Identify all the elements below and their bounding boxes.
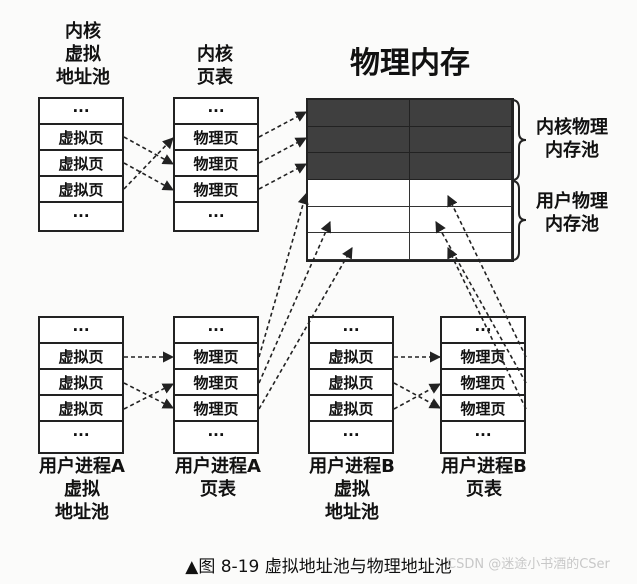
ellipsis-cell: ··· [207, 426, 225, 444]
arrow-kv2 [123, 162, 174, 191]
user-frame [410, 233, 512, 260]
brace-kernel [511, 99, 527, 181]
physical-page-cell: 物理页 [175, 125, 257, 151]
arrow-bp2 [435, 221, 527, 384]
physical-page-cell: 物理页 [442, 370, 524, 396]
ellipsis-cell: ··· [474, 426, 492, 444]
ellipsis-cell: ··· [72, 207, 90, 225]
virtual-page-cell: 虚拟页 [40, 396, 122, 422]
label-user-physical-pool: 用户物理 内存池 [536, 191, 608, 235]
arrow-av2 [123, 382, 174, 409]
kernel-frame [410, 153, 512, 180]
user-frame [410, 206, 512, 234]
label-process-a-page-table: 用户进程A 页表 [175, 456, 261, 500]
watermark: CSDN @迷途小书酒的CSer [447, 557, 610, 572]
arrow-ap1 [258, 192, 309, 358]
kernel-frame [308, 100, 410, 127]
user-frame [308, 233, 410, 260]
ellipsis-cell: ··· [342, 426, 360, 444]
ellipsis-cell: ··· [40, 318, 122, 344]
physical-page-cell: 物理页 [175, 344, 257, 370]
ellipsis-cell: ··· [442, 318, 524, 344]
label-process-a-virtual-pool: 用户进程A 虚拟 地址池 [39, 456, 125, 523]
arrow-bv2 [393, 382, 441, 409]
virtual-page-cell: 虚拟页 [40, 125, 122, 151]
physical-page-cell: 物理页 [175, 177, 257, 203]
brace-user [511, 180, 527, 261]
virtual-page-cell: 虚拟页 [40, 151, 122, 177]
virtual-page-cell: 虚拟页 [40, 344, 122, 370]
figure-caption: ▲图 8-19 虚拟地址池与物理地址池 [185, 557, 452, 577]
label-kernel-page-table: 内核 页表 [197, 44, 233, 88]
arrow-bp3 [447, 246, 527, 410]
physical-memory-grid [306, 98, 514, 262]
virtual-page-cell: 虚拟页 [310, 344, 392, 370]
ellipsis-cell: ··· [175, 99, 257, 125]
process-b-page-table: ··· 物理页 物理页 物理页 ··· [440, 316, 526, 454]
arrow-kp2 [258, 137, 307, 164]
kernel-page-table: ··· 物理页 物理页 物理页 ··· [173, 97, 259, 232]
physical-page-cell: 物理页 [442, 396, 524, 422]
ellipsis-cell: ··· [175, 318, 257, 344]
label-kernel-virtual-pool: 内核 虚拟 地址池 [56, 21, 110, 88]
arrow-ap3 [258, 247, 353, 410]
arrow-bp1 [447, 194, 527, 358]
virtual-page-cell: 虚拟页 [40, 177, 122, 203]
physical-page-cell: 物理页 [442, 344, 524, 370]
kernel-frame [308, 153, 410, 180]
process-b-virtual-pool: ··· 虚拟页 虚拟页 虚拟页 ··· [308, 316, 394, 454]
physical-page-cell: 物理页 [175, 396, 257, 422]
process-a-page-table: ··· 物理页 物理页 物理页 ··· [173, 316, 259, 454]
ellipsis-cell: ··· [310, 318, 392, 344]
physical-page-cell: 物理页 [175, 370, 257, 396]
ellipsis-cell: ··· [207, 207, 225, 225]
user-frame [308, 179, 410, 207]
kernel-frame [410, 126, 512, 154]
user-frame [410, 179, 512, 207]
physical-page-cell: 物理页 [175, 151, 257, 177]
ellipsis-cell: ··· [40, 99, 122, 125]
kernel-virtual-pool: ··· 虚拟页 虚拟页 虚拟页 ··· [38, 97, 124, 232]
virtual-page-cell: 虚拟页 [310, 370, 392, 396]
kernel-frame [410, 100, 512, 127]
arrow-kv3 [123, 137, 174, 190]
label-kernel-physical-pool: 内核物理 内存池 [536, 117, 608, 161]
virtual-page-cell: 虚拟页 [310, 396, 392, 422]
physical-memory-title: 物理内存 [350, 46, 470, 81]
arrow-kp1 [258, 111, 307, 138]
arrow-kp3 [258, 163, 307, 190]
kernel-frame [308, 126, 410, 154]
user-frame [308, 206, 410, 234]
label-process-b-page-table: 用户进程B 页表 [441, 456, 527, 500]
arrow-ap2 [258, 220, 332, 384]
label-process-b-virtual-pool: 用户进程B 虚拟 地址池 [309, 456, 395, 523]
arrow-bv3 [393, 383, 441, 410]
virtual-page-cell: 虚拟页 [40, 370, 122, 396]
ellipsis-cell: ··· [72, 426, 90, 444]
arrow-av3 [123, 383, 174, 410]
arrow-kv1 [123, 136, 174, 165]
process-a-virtual-pool: ··· 虚拟页 虚拟页 虚拟页 ··· [38, 316, 124, 454]
